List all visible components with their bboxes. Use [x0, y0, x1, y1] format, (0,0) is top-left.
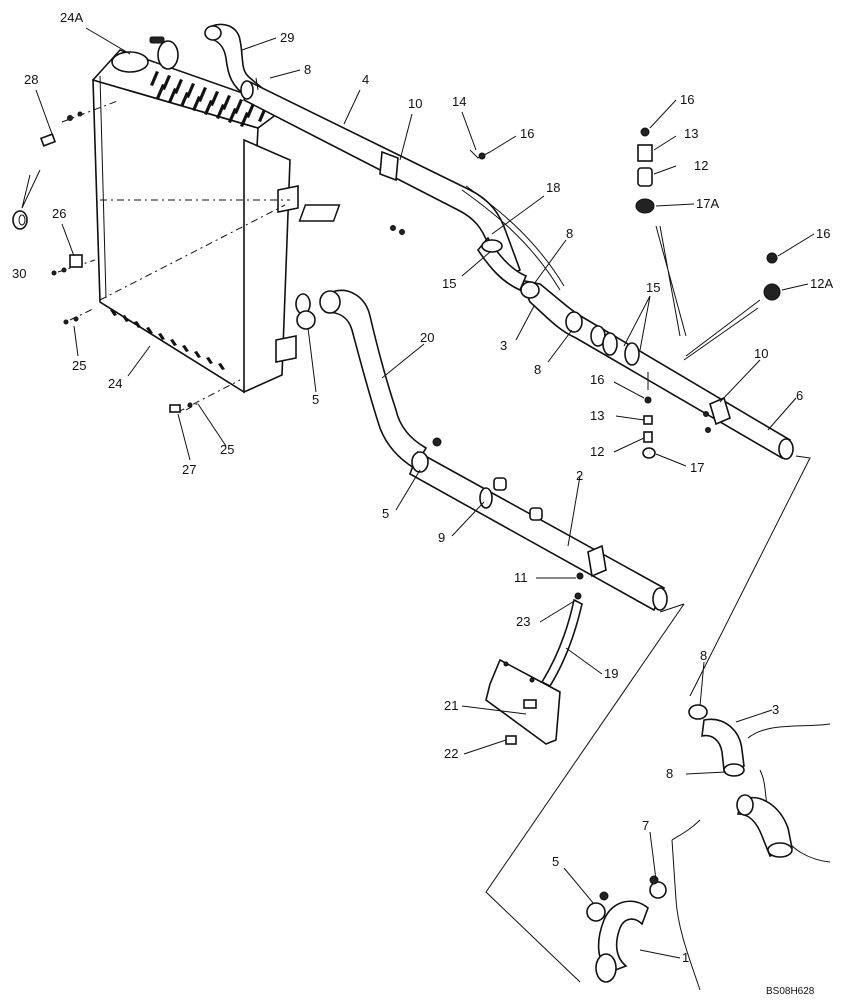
callout-21: 21 — [444, 698, 458, 713]
clamp-5-lower — [586, 902, 606, 922]
callout-12-stack: 12 — [694, 158, 708, 173]
callout-20: 20 — [420, 330, 434, 345]
fitting-stack-12A — [763, 252, 781, 301]
callout-11: 11 — [514, 570, 528, 585]
clamp-5-upper — [296, 310, 316, 330]
callout-16-lower: 16 — [590, 372, 604, 387]
hose-19 — [540, 598, 583, 688]
callout-24: 24 — [108, 376, 122, 391]
callout-25-left: 25 — [72, 358, 86, 373]
elbow-hose-3 — [701, 718, 745, 771]
callout-27: 27 — [182, 462, 196, 477]
callout-19: 19 — [604, 666, 618, 681]
leader-lines — [35, 27, 815, 959]
callout-16-mid: 16 — [520, 126, 534, 141]
callout-16-right: 16 — [816, 226, 830, 241]
callout-7: 7 — [642, 818, 649, 833]
cap-30 — [12, 210, 28, 230]
bolt-27 — [169, 404, 181, 413]
callout-17: 17 — [690, 460, 704, 475]
callout-29: 29 — [280, 30, 294, 45]
callout-15-right: 15 — [646, 280, 660, 295]
callout-23: 23 — [516, 614, 530, 629]
lower-hose-1 — [597, 900, 649, 973]
callout-28: 28 — [24, 72, 38, 87]
upper-hose-inlet — [157, 40, 179, 70]
callout-25-bottom: 25 — [220, 442, 234, 457]
callout-24A: 24A — [60, 10, 83, 25]
callout-16-stack: 16 — [680, 92, 694, 107]
callout-3-top: 3 — [500, 338, 507, 353]
callout-13-stack: 13 — [684, 126, 698, 141]
hose-20 — [324, 289, 428, 470]
callout-12A: 12A — [810, 276, 833, 291]
callout-6: 6 — [796, 388, 803, 403]
tube-6 — [518, 278, 794, 460]
callout-5-mid: 5 — [382, 506, 389, 521]
callout-12-lower: 12 — [590, 444, 604, 459]
bracket-26 — [69, 254, 83, 268]
callout-18: 18 — [546, 180, 560, 195]
drain-plug-28 — [39, 133, 57, 147]
callout-8-top: 8 — [304, 62, 311, 77]
fitting-stack-17 — [642, 372, 656, 459]
radiator-fins-top — [150, 71, 267, 127]
callout-labels: 24A 28 30 26 25 24 27 25 29 8 4 10 14 16… — [12, 10, 833, 965]
callout-22: 22 — [444, 746, 458, 761]
callout-4: 4 — [362, 72, 369, 87]
part-22 — [505, 735, 517, 745]
callout-10-top: 10 — [408, 96, 422, 111]
callout-17A: 17A — [696, 196, 719, 211]
callout-13-lower: 13 — [590, 408, 604, 423]
callout-2: 2 — [576, 468, 583, 483]
clamp-7 — [649, 881, 667, 899]
tube-2 — [409, 437, 668, 612]
bracket-21 — [485, 658, 561, 745]
clamp-8-lower — [688, 704, 708, 720]
callout-5-radiator: 5 — [312, 392, 319, 407]
callout-1: 1 — [682, 950, 689, 965]
callout-8-lower: 8 — [700, 648, 707, 663]
callout-8-mid: 8 — [566, 226, 573, 241]
callout-9: 9 — [438, 530, 445, 545]
callout-8-bottom: 8 — [666, 766, 673, 781]
fitting-stack-17A — [635, 127, 655, 214]
radiator-cap — [111, 51, 149, 73]
callout-8-lower-mid: 8 — [534, 362, 541, 377]
drawing-code: BS08H628 — [766, 986, 815, 997]
callout-30: 30 — [12, 266, 26, 281]
callout-14: 14 — [452, 94, 466, 109]
callout-26: 26 — [52, 206, 66, 221]
callout-5-lower: 5 — [552, 854, 559, 869]
radiator-assembly — [91, 36, 311, 394]
callout-3-lower: 3 — [772, 702, 779, 717]
callout-15-left: 15 — [442, 276, 456, 291]
callout-10-right: 10 — [754, 346, 768, 361]
radiator-fins-bottom — [110, 309, 225, 370]
